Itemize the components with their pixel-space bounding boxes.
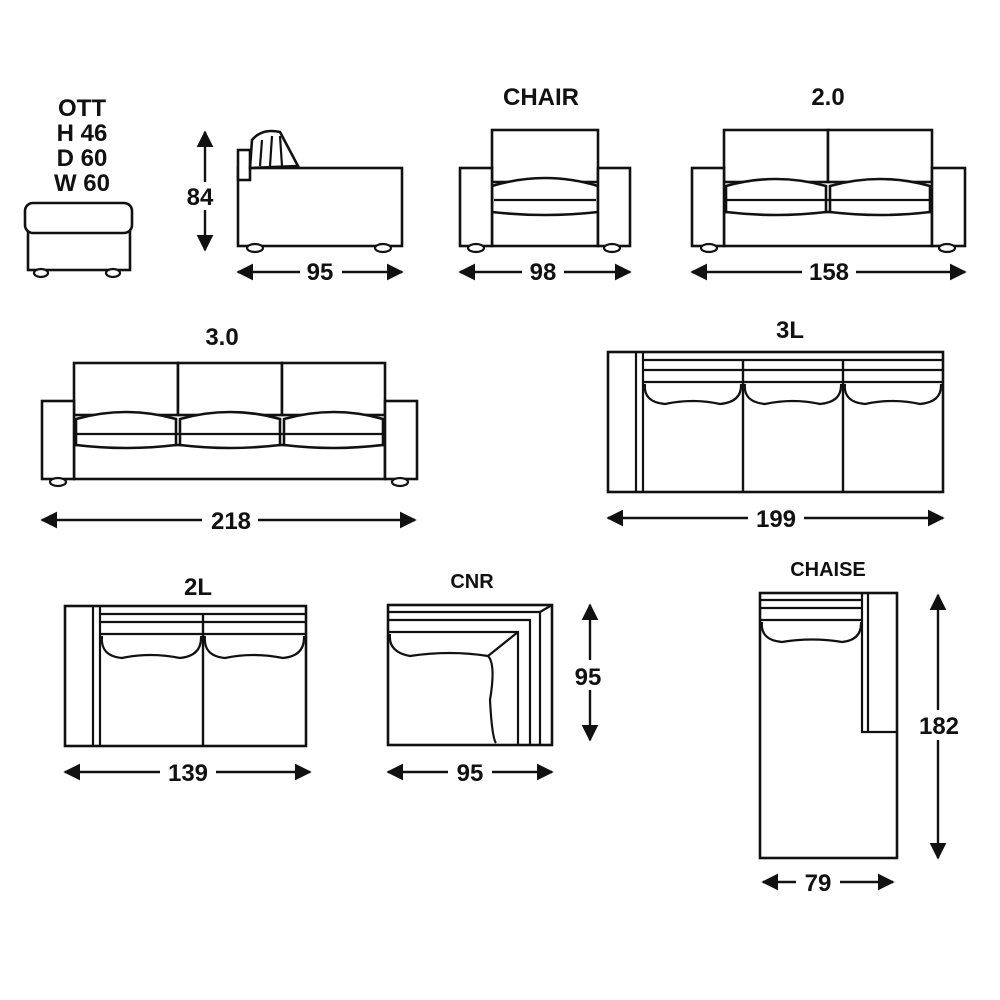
side-view-group: 84 95 — [185, 129, 404, 286]
sofa-2-base — [722, 210, 934, 248]
chair-back — [490, 128, 600, 184]
sofa-2l-group: 2L 139 — [63, 574, 312, 787]
chair-right-arm — [596, 166, 632, 248]
sofa-2-title: 2.0 — [811, 84, 844, 111]
sofa-3l-title: 3L — [776, 317, 804, 344]
chaise-back-lines — [760, 598, 862, 622]
side-height-label: 84 — [187, 184, 214, 211]
chair-foot — [466, 242, 486, 254]
sofa-3-title: 3.0 — [205, 324, 238, 351]
chaise-title: CHAISE — [790, 559, 866, 581]
sofa-3-group: 3.0 218 — [40, 324, 419, 535]
sofa-2l-cushion-front — [100, 635, 203, 660]
sofa-2l-outline — [63, 604, 308, 748]
chair-base — [490, 210, 600, 248]
ottoman-width: W 60 — [54, 170, 110, 197]
label-bg — [910, 710, 966, 740]
chaise-outline — [758, 591, 899, 860]
sofa-2-seat-cushion — [828, 177, 932, 217]
sofa-2-seat-cushion — [724, 177, 828, 217]
chaise-cushion-front — [760, 621, 863, 644]
sofa-2-foot — [699, 242, 719, 254]
label-bg — [300, 258, 342, 286]
sofa-3-back — [176, 361, 284, 417]
sofa-3l-group: 3L 199 — [606, 317, 945, 533]
ottoman-foot — [104, 267, 122, 279]
chair-foot — [602, 242, 622, 254]
ottoman-group: OTT H 46 D 60 W 60 — [23, 95, 134, 279]
sofa-2-right-arm — [930, 166, 967, 248]
corner-depth-label: 95 — [575, 664, 602, 691]
ottoman-depth: D 60 — [57, 145, 108, 172]
chair-group: CHAIR 98 — [458, 84, 632, 286]
sofa-3l-width-label: 199 — [756, 506, 796, 533]
sofa-2-left-arm — [690, 166, 726, 248]
sofa-3l-outline — [606, 350, 945, 494]
sofa-2-width-label: 158 — [809, 259, 849, 286]
corner-outline — [386, 603, 554, 747]
sofa-3-seat-cushion — [178, 410, 282, 450]
corner-title: CNR — [450, 571, 494, 593]
corner-width-label: 95 — [457, 760, 484, 787]
chaise-length-label: 182 — [919, 713, 959, 740]
sofa-3-width-label: 218 — [211, 508, 251, 535]
chair-left-arm — [458, 166, 494, 248]
label-bg — [802, 258, 856, 286]
sofa-2-foot — [937, 242, 957, 254]
sofa-2-back-right — [826, 128, 934, 184]
corner-group: CNR 95 95 — [386, 571, 612, 787]
sofa-3-base — [72, 443, 387, 481]
sofa-3l-cushion-front — [843, 383, 943, 406]
chaise-width-label: 79 — [805, 870, 832, 897]
sofa-3-back — [280, 361, 387, 417]
chaise-group: CHAISE 182 79 — [758, 559, 966, 897]
label-bg — [568, 660, 612, 690]
label-bg — [160, 758, 216, 786]
label-bg — [796, 868, 840, 896]
chair-width-label: 98 — [530, 259, 557, 286]
side-back-cushion — [248, 129, 301, 170]
sofa-2l-width-label: 139 — [168, 760, 208, 787]
chair-seat-cushion — [490, 176, 600, 217]
side-depth-label: 95 — [307, 259, 334, 286]
ottoman-base — [26, 228, 132, 272]
sofa-3l-cushion-front — [743, 383, 843, 406]
corner-diagonal — [539, 604, 553, 613]
chair-title: CHAIR — [503, 84, 579, 111]
side-body — [236, 166, 404, 248]
label-bg — [202, 506, 258, 534]
sofa-2l-cushion-front — [203, 635, 306, 660]
ottoman-foot — [32, 267, 50, 279]
side-foot — [245, 242, 265, 254]
sofa-2l-title: 2L — [184, 574, 212, 601]
chaise-arm — [860, 593, 897, 734]
label-bg — [748, 504, 804, 532]
sofa-2-back-left — [722, 128, 830, 184]
sofa-3-seat-cushion — [74, 410, 178, 450]
corner-diagonal — [487, 631, 519, 657]
ottoman-cushion — [23, 201, 134, 235]
sofa-3-back — [72, 361, 180, 417]
side-foot — [373, 242, 393, 254]
sofa-3-left-arm — [40, 399, 76, 481]
label-bg — [185, 182, 225, 210]
sofa-3-right-arm — [383, 399, 419, 481]
sofa-2-group: 2.0 158 — [690, 84, 967, 286]
corner-cushion-front — [388, 633, 497, 744]
sofa-3-foot — [48, 476, 68, 488]
ottoman-title: OTT — [58, 95, 106, 122]
label-bg — [522, 258, 564, 286]
sofa-3-seat-cushion — [282, 410, 385, 450]
label-bg — [448, 758, 492, 786]
sofa-3l-back-lines — [643, 358, 943, 384]
side-back — [236, 148, 252, 182]
side-cushion-lines — [258, 135, 284, 167]
sofa-3l-cushion-front — [643, 383, 743, 406]
ottoman-height: H 46 — [57, 120, 108, 147]
sofa-3-foot — [390, 476, 410, 488]
